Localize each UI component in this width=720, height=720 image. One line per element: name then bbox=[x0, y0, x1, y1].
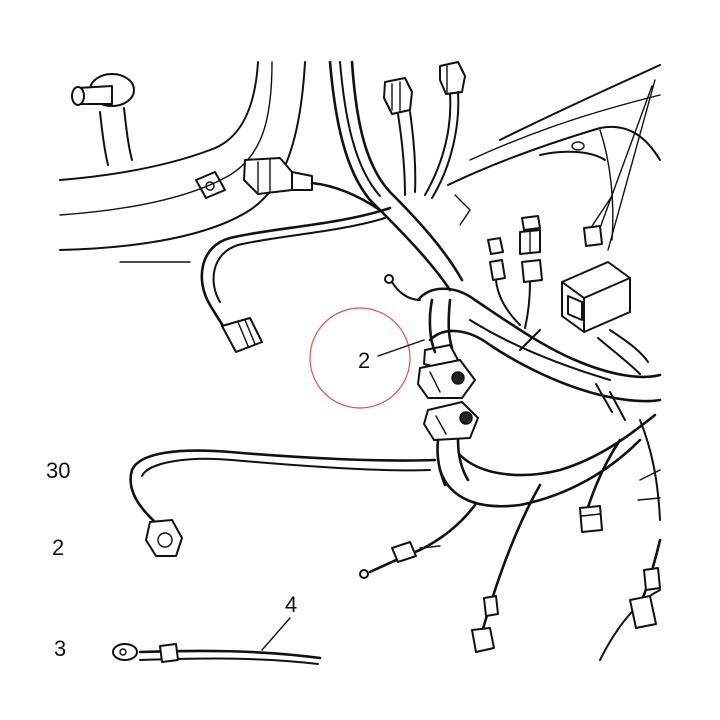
main-harness-trunk bbox=[328, 60, 662, 508]
edge-label-30: 30 bbox=[46, 458, 70, 483]
item-2-leader-line bbox=[377, 339, 425, 357]
highlight-circle bbox=[309, 307, 411, 409]
callout-2: 2 bbox=[358, 348, 370, 373]
ground-pigtail bbox=[384, 274, 421, 301]
left-side-connector bbox=[200, 206, 392, 353]
stud-bolt bbox=[71, 73, 135, 166]
item-4-ground-strap bbox=[112, 643, 322, 665]
item-4-leader-line bbox=[261, 617, 291, 651]
item-2-clip-assembly bbox=[417, 298, 479, 487]
top-connector-right bbox=[424, 61, 466, 199]
relay-module-box bbox=[561, 261, 649, 375]
lower-middle-cable bbox=[359, 503, 477, 579]
right-small-connectors bbox=[487, 195, 613, 329]
edge-label-3: 3 bbox=[54, 636, 66, 661]
lower-left-sensor-cable bbox=[129, 449, 437, 557]
upper-plug-connector bbox=[243, 157, 382, 212]
lower-right-connectors bbox=[471, 438, 662, 653]
top-connector-left bbox=[383, 77, 417, 196]
callout-4: 4 bbox=[285, 592, 297, 617]
edge-label-2: 2 bbox=[52, 535, 64, 560]
body-panel-outlines bbox=[59, 61, 661, 661]
relay-leader-lines bbox=[599, 79, 656, 251]
